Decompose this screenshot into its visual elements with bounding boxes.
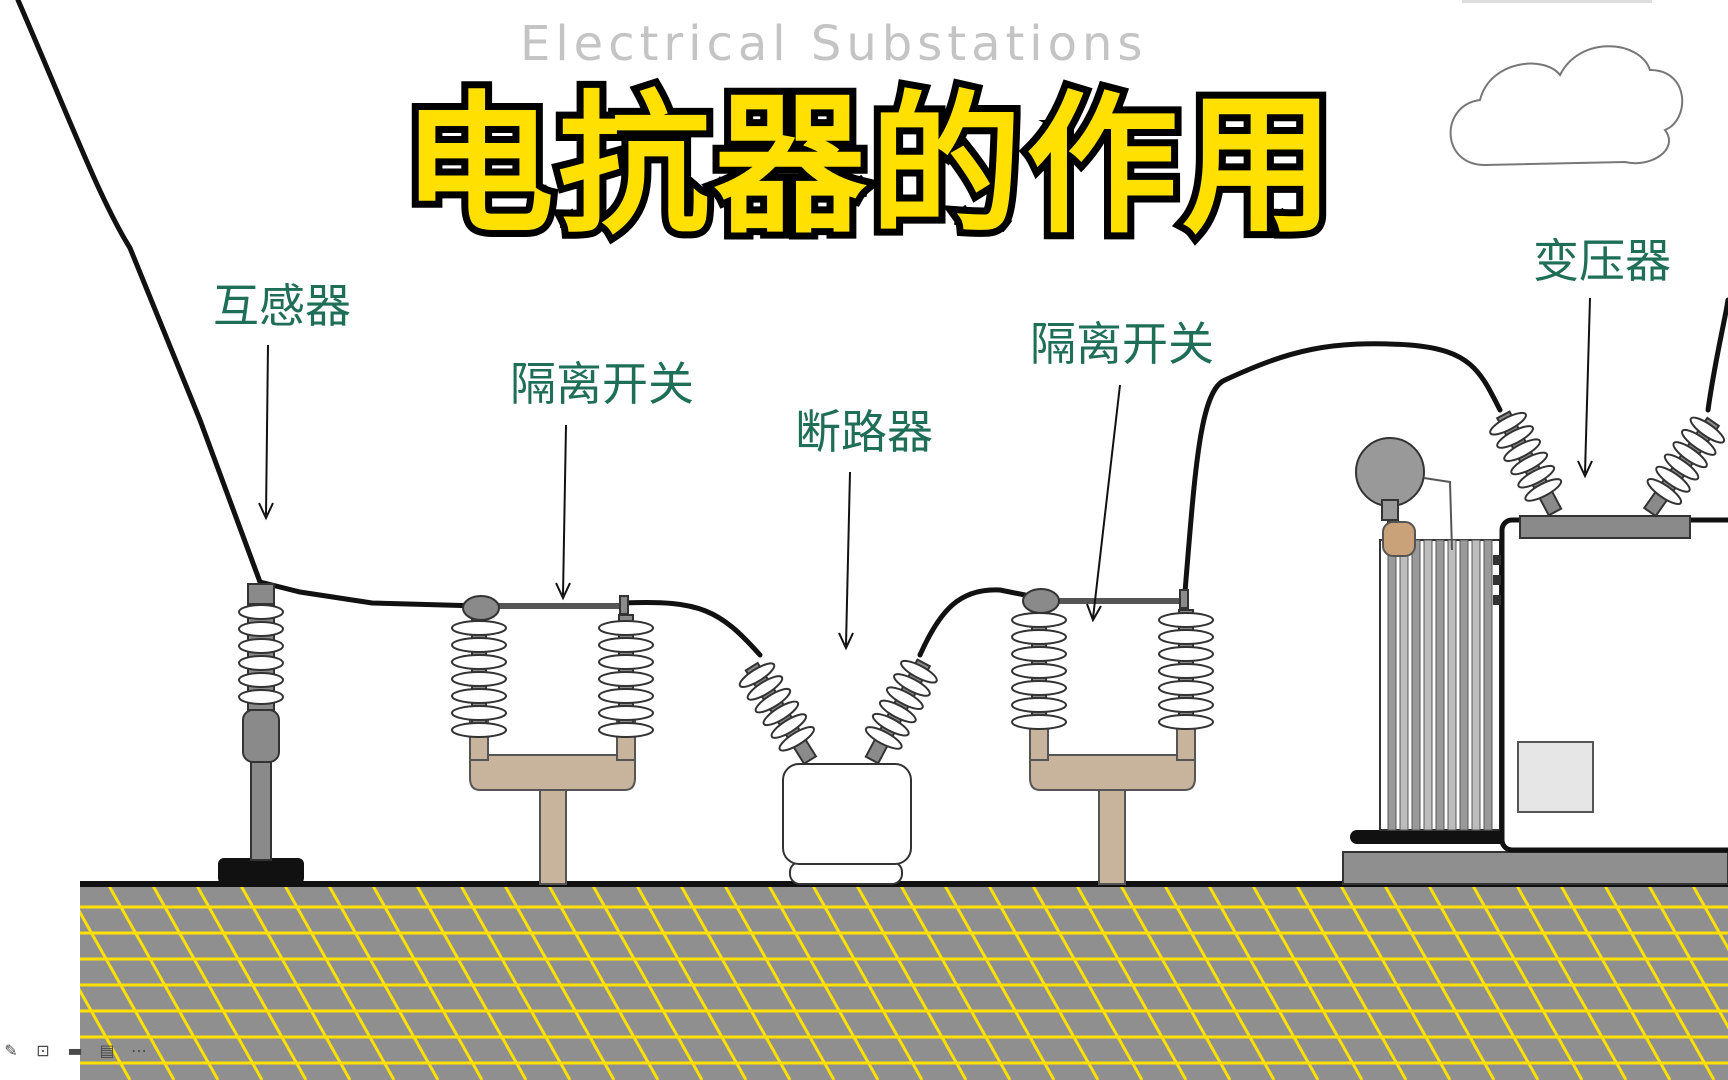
comment-icon[interactable]: ▤ — [99, 1040, 115, 1060]
label-power-transformer: 变压器 — [1533, 234, 1671, 288]
conductor-lines — [15, 0, 1728, 658]
screenshot-icon[interactable]: ⊡ — [36, 1040, 50, 1060]
disconnect-switch-2 — [1011, 588, 1214, 885]
ground — [80, 881, 1728, 1080]
more-icon[interactable]: ⋯ — [131, 1040, 147, 1060]
label-disconnect-switch-2: 隔离开关 — [1030, 317, 1214, 371]
pencil-icon[interactable]: ✎ — [4, 1040, 18, 1060]
disconnect-switch-1 — [451, 595, 654, 885]
bottom-toolbar: ✎ ⊡ ▬ ▤ ⋯ — [0, 1036, 160, 1064]
label-circuit-breaker: 断路器 — [795, 405, 933, 459]
label-instrument-transformer: 互感器 — [213, 279, 351, 333]
label-disconnect-switch-1: 隔离开关 — [510, 357, 694, 411]
instrument-transformer — [218, 583, 304, 884]
video-icon[interactable]: ▬ — [67, 1040, 83, 1060]
callout-arrows — [258, 297, 1593, 651]
cloud-shape — [1449, 45, 1684, 167]
power-transformer — [1342, 410, 1728, 885]
page-subtitle: Electrical Substations — [520, 16, 1148, 72]
corner-bar — [1462, 0, 1652, 3]
circuit-breaker — [738, 658, 938, 885]
page-title: 电抗器的作用 — [395, 75, 1341, 256]
